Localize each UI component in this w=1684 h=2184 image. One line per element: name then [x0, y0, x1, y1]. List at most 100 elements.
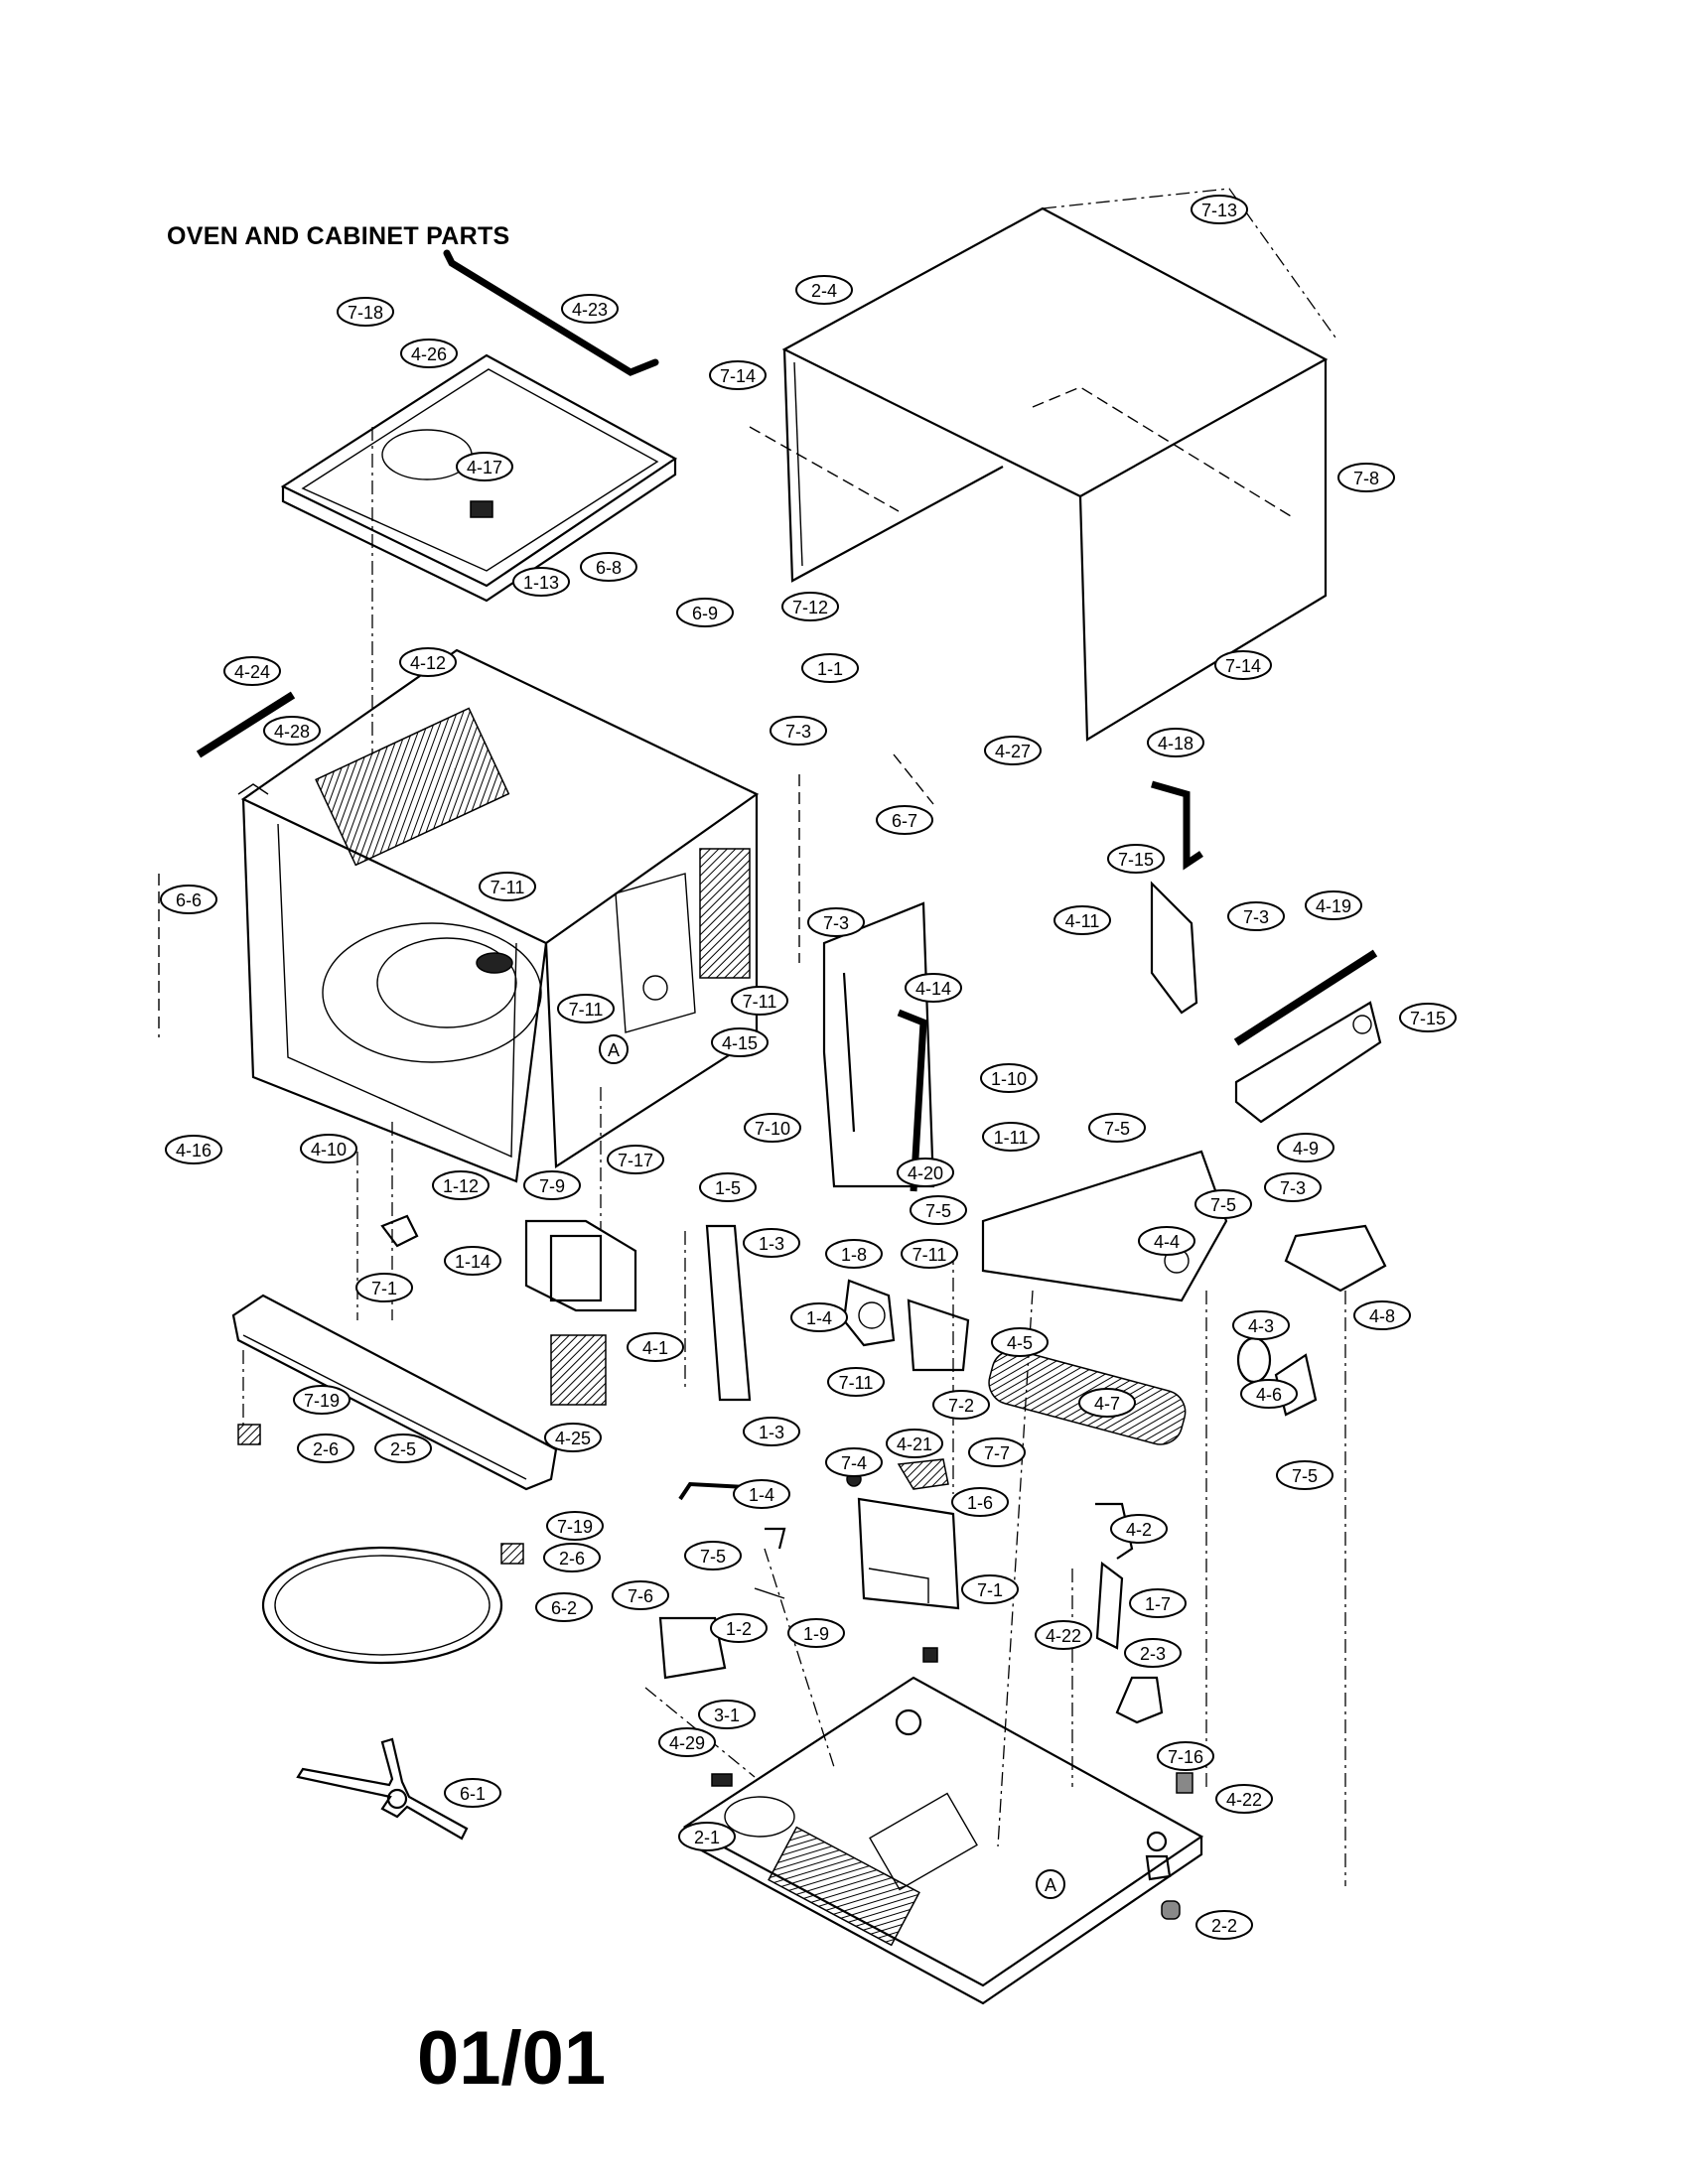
callout-bubble: [951, 1487, 1009, 1517]
callout-4-28: 4-28: [263, 716, 321, 746]
callout-label: 1-11: [994, 1128, 1029, 1148]
callout-bubble: [731, 986, 788, 1016]
callout-bubble: [627, 1332, 684, 1362]
callout-7-5: 7-5: [684, 1541, 742, 1570]
callout-4-12: 4-12: [399, 647, 457, 677]
callout-bubble: [1353, 1300, 1411, 1330]
callout-bubble: [297, 1433, 354, 1463]
callout-bubble: [165, 1135, 222, 1164]
callout-1-13: 1-13: [512, 567, 570, 597]
callout-label: 1-2: [726, 1619, 752, 1639]
callout-4-23: 4-23: [561, 294, 619, 324]
callout-bubble: [263, 716, 321, 746]
callout-7-3: 7-3: [1264, 1172, 1322, 1202]
callout-bubble: [544, 1423, 602, 1452]
callout-7-4: 7-4: [825, 1447, 883, 1477]
callout-label: 4-16: [176, 1141, 211, 1160]
callout-label: 2-1: [694, 1828, 720, 1847]
callout-7-19: 7-19: [546, 1511, 604, 1541]
callout-label: 2-6: [313, 1439, 339, 1459]
callout-label: 1-4: [806, 1308, 832, 1328]
callout-2-6: 2-6: [543, 1543, 601, 1572]
callout-bubble: [876, 805, 933, 835]
callout-label: 7-11: [491, 878, 525, 897]
callout-label: 6-8: [596, 558, 622, 578]
callout-label: 4-12: [410, 653, 446, 673]
callout-label: 6-1: [460, 1784, 486, 1804]
callout-bubble: [1078, 1388, 1136, 1418]
callout-bubble: [1157, 1741, 1214, 1771]
callout-label: 4-8: [1369, 1306, 1395, 1326]
callout-6-1: 6-1: [444, 1778, 501, 1808]
callout-6-2: 6-2: [535, 1592, 593, 1622]
callout-7-15: 7-15: [1107, 844, 1165, 874]
top-plate-drawing: [280, 353, 678, 754]
callout-bubble: [580, 552, 637, 582]
callout-7-5: 7-5: [1194, 1189, 1252, 1219]
callout-bubble: [801, 653, 859, 683]
callout-bubble: [968, 1437, 1026, 1467]
callout-label: 7-5: [925, 1201, 951, 1221]
callout-bubble: [337, 297, 394, 327]
callout-bubble: [709, 360, 767, 390]
callout-label: 1-10: [991, 1069, 1027, 1089]
callout-2-1: 2-1: [678, 1822, 736, 1851]
callout-label: 7-18: [348, 303, 383, 323]
callout-7-19: 7-19: [293, 1385, 351, 1415]
callout-bubble: [698, 1700, 756, 1729]
callout-4-7: 4-7: [1078, 1388, 1136, 1418]
callout-label: 4-1: [642, 1338, 668, 1358]
callout-label: 7-11: [743, 992, 777, 1012]
callout-bubble: [658, 1727, 716, 1757]
callout-bubble: [399, 647, 457, 677]
callout-bubble: [1214, 650, 1272, 680]
callout-label: 7-15: [1410, 1009, 1446, 1028]
callout-label: 7-16: [1168, 1747, 1203, 1767]
callout-label: 6-9: [692, 604, 718, 623]
callout-bubble: [1129, 1588, 1187, 1618]
callout-bubble: [444, 1246, 501, 1276]
callout-4-27: 4-27: [984, 736, 1042, 765]
callout-label: 4-7: [1094, 1394, 1120, 1414]
callout-label: 4-24: [234, 662, 270, 682]
callout-4-6: 4-6: [1240, 1379, 1298, 1409]
callout-label: 7-1: [371, 1279, 397, 1298]
callout-bubble: [1194, 1189, 1252, 1219]
callout-bubble: [1036, 1869, 1065, 1899]
callout-1-9: 1-9: [787, 1618, 845, 1648]
callout-label: 4-29: [669, 1733, 705, 1753]
callout-7-5: 7-5: [1088, 1113, 1146, 1143]
callout-bubble: [910, 1195, 967, 1225]
callout-bubble: [897, 1158, 954, 1187]
callout-bubble: [980, 1063, 1038, 1093]
callout-bubble: [543, 1543, 601, 1572]
callout-bubble: [743, 1228, 800, 1258]
callout-bubble: [795, 275, 853, 305]
callout-bubble: [787, 1618, 845, 1648]
callout-bubble: [807, 907, 865, 937]
callout-label: 4-22: [1046, 1626, 1081, 1646]
callout-bubble: [984, 736, 1042, 765]
callout-bubble: [1088, 1113, 1146, 1143]
callout-label: 7-14: [720, 366, 756, 386]
callout-label: 7-19: [557, 1517, 593, 1537]
callout-label: 4-23: [572, 300, 608, 320]
callout-bubble: [160, 885, 217, 914]
callout-bubble: [300, 1134, 357, 1163]
callout-label: 1-12: [443, 1176, 479, 1196]
callout-label: 4-27: [995, 742, 1031, 761]
callout-label: 7-5: [1104, 1119, 1130, 1139]
callout-4-22: 4-22: [1035, 1620, 1092, 1650]
left-lower-parts-drawing: [231, 1214, 558, 1841]
callout-bubble: [710, 1613, 768, 1643]
callout-7-1: 7-1: [355, 1273, 413, 1302]
callout-bubble: [1191, 195, 1248, 224]
callout-bubble: [886, 1429, 943, 1458]
callout-bubble: [599, 1034, 629, 1064]
callout-label: 4-14: [915, 979, 951, 999]
callout-label: 7-11: [839, 1373, 874, 1393]
callout-7-5: 7-5: [910, 1195, 967, 1225]
callout-7-16: 7-16: [1157, 1741, 1214, 1771]
callout-label: 7-10: [755, 1119, 790, 1139]
